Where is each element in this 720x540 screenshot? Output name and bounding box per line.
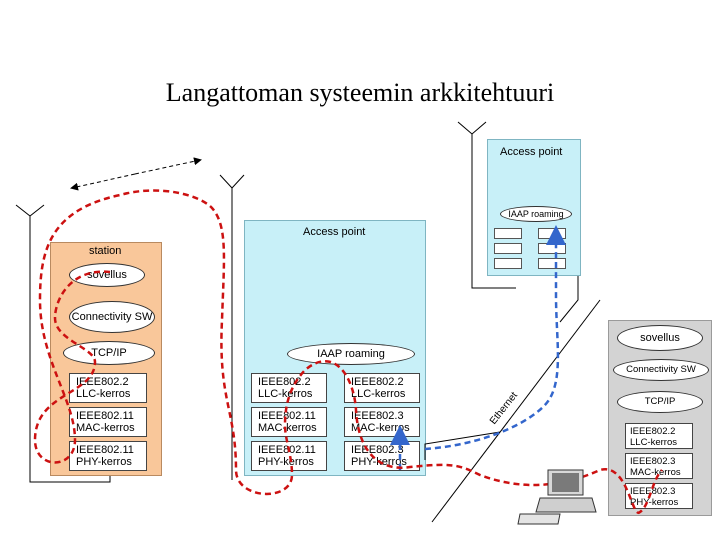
wireless-link-arrow xyxy=(70,173,136,191)
station-antenna-icon xyxy=(15,204,111,483)
ap2-iaap-roaming: IAAP roaming xyxy=(500,206,572,222)
wireless-link-arrow xyxy=(134,157,202,175)
diagram-title: Langattoman systeemin arkkitehtuuri xyxy=(165,78,555,107)
ap-phy-layer-right: IEEE802.3 PHY-kerros xyxy=(344,441,420,471)
wired-data-path xyxy=(424,225,566,451)
ap-llc-layer-right: IEEE802.2 LLC-kerros xyxy=(344,373,420,403)
access-point-antenna-icon xyxy=(219,174,245,480)
remote-sovellus: sovellus xyxy=(617,325,703,351)
station-panel: station sovellus Connectivity SW TCP/IP … xyxy=(50,242,162,476)
ap-llc-layer-left: IEEE802.2 LLC-kerros xyxy=(251,373,327,403)
access-point-2-antenna-icon xyxy=(457,121,516,289)
access-point-label: Access point xyxy=(303,226,366,238)
station-mac-layer: IEEE802.11 MAC-kerros xyxy=(69,407,147,437)
station-phy-layer: IEEE802.11 PHY-kerros xyxy=(69,441,147,471)
remote-host-panel: sovellus Connectivity SW TCP/IP IEEE802.… xyxy=(608,320,712,516)
ap-iaap-roaming: IAAP roaming xyxy=(287,343,415,365)
access-point-2-label: Access point xyxy=(500,146,563,158)
remote-llc-layer: IEEE802.2 LLC-kerros xyxy=(625,423,693,449)
ap2-layer-slot xyxy=(494,258,522,269)
access-point-2-panel: Access point IAAP roaming xyxy=(487,139,581,276)
remote-connectivity-sw: Connectivity SW xyxy=(613,359,709,381)
computer-icon xyxy=(517,469,597,525)
ethernet-cable xyxy=(424,276,601,523)
ap2-layer-slot xyxy=(538,258,566,269)
ap-mac-layer-left: IEEE802.11 MAC-kerros xyxy=(251,407,327,437)
remote-tcpip: TCP/IP xyxy=(617,391,703,413)
ap2-layer-slot xyxy=(494,228,522,239)
station-tcpip: TCP/IP xyxy=(63,341,155,365)
station-connectivity-sw: Connectivity SW xyxy=(69,301,155,333)
station-llc-layer: IEEE802.2 LLC-kerros xyxy=(69,373,147,403)
station-label: station xyxy=(89,245,122,257)
remote-phy-layer: IEEE802.3 PHY-kerros xyxy=(625,483,693,509)
data-flow-path xyxy=(33,189,663,514)
ap2-layer-slot xyxy=(494,243,522,254)
